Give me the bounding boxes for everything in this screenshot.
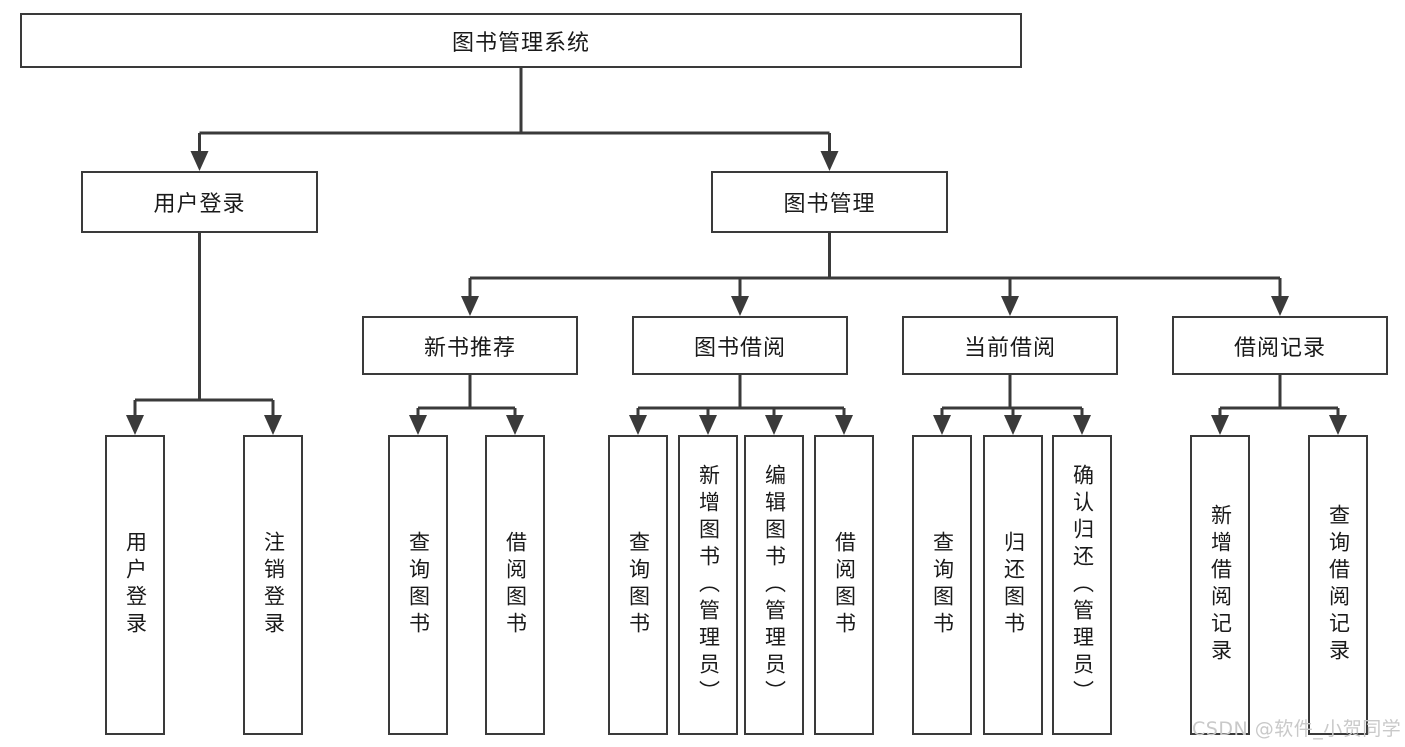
node-label: 确认归还（管理员） (1070, 463, 1095, 707)
node-label: 用户登录 (123, 531, 148, 639)
leaf-node-4[interactable]: 查询图书 (608, 435, 668, 735)
node-label: 查询图书 (406, 531, 431, 639)
level3-node-2[interactable]: 当前借阅 (902, 316, 1118, 375)
node-label: 归还图书 (1001, 531, 1026, 639)
level3-node-0[interactable]: 新书推荐 (362, 316, 578, 375)
node-label: 查询图书 (626, 531, 651, 639)
level2-node-1[interactable]: 图书管理 (711, 171, 948, 233)
node-label: 借阅记录 (1233, 335, 1326, 361)
node-label: 新书推荐 (423, 335, 516, 361)
leaf-node-3[interactable]: 借阅图书 (485, 435, 545, 735)
leaf-node-12[interactable]: 查询借阅记录 (1308, 435, 1368, 735)
leaf-node-10[interactable]: 确认归还（管理员） (1052, 435, 1112, 735)
leaf-node-8[interactable]: 查询图书 (912, 435, 972, 735)
level3-node-1[interactable]: 图书借阅 (632, 316, 848, 375)
node-label: 当前借阅 (963, 335, 1056, 361)
node-label: 图书管理 (783, 192, 876, 217)
leaf-node-1[interactable]: 注销登录 (243, 435, 303, 735)
node-label: 借阅图书 (503, 531, 528, 639)
node-label: 用户登录 (153, 192, 246, 217)
node-label: 图书借阅 (693, 335, 786, 361)
level2-node-0[interactable]: 用户登录 (81, 171, 318, 233)
node-label: 查询图书 (930, 531, 955, 639)
leaf-node-6[interactable]: 编辑图书（管理员） (744, 435, 804, 735)
root-node-book-management-system[interactable]: 图书管理系统 (20, 13, 1022, 68)
watermark-text: CSDN @软件_小贺同学 (1192, 718, 1402, 740)
node-label: 新增借阅记录 (1208, 504, 1233, 666)
leaf-node-2[interactable]: 查询图书 (388, 435, 448, 735)
leaf-node-7[interactable]: 借阅图书 (814, 435, 874, 735)
node-label: 注销登录 (261, 531, 286, 639)
leaf-node-5[interactable]: 新增图书（管理员） (678, 435, 738, 735)
node-label: 新增图书（管理员） (696, 463, 721, 707)
leaf-node-11[interactable]: 新增借阅记录 (1190, 435, 1250, 735)
node-label: 编辑图书（管理员） (762, 463, 787, 707)
node-label: 图书管理系统 (451, 30, 590, 56)
level3-node-3[interactable]: 借阅记录 (1172, 316, 1388, 375)
leaf-node-9[interactable]: 归还图书 (983, 435, 1043, 735)
leaf-node-0[interactable]: 用户登录 (105, 435, 165, 735)
node-label: 查询借阅记录 (1326, 504, 1351, 666)
node-label: 借阅图书 (832, 531, 857, 639)
